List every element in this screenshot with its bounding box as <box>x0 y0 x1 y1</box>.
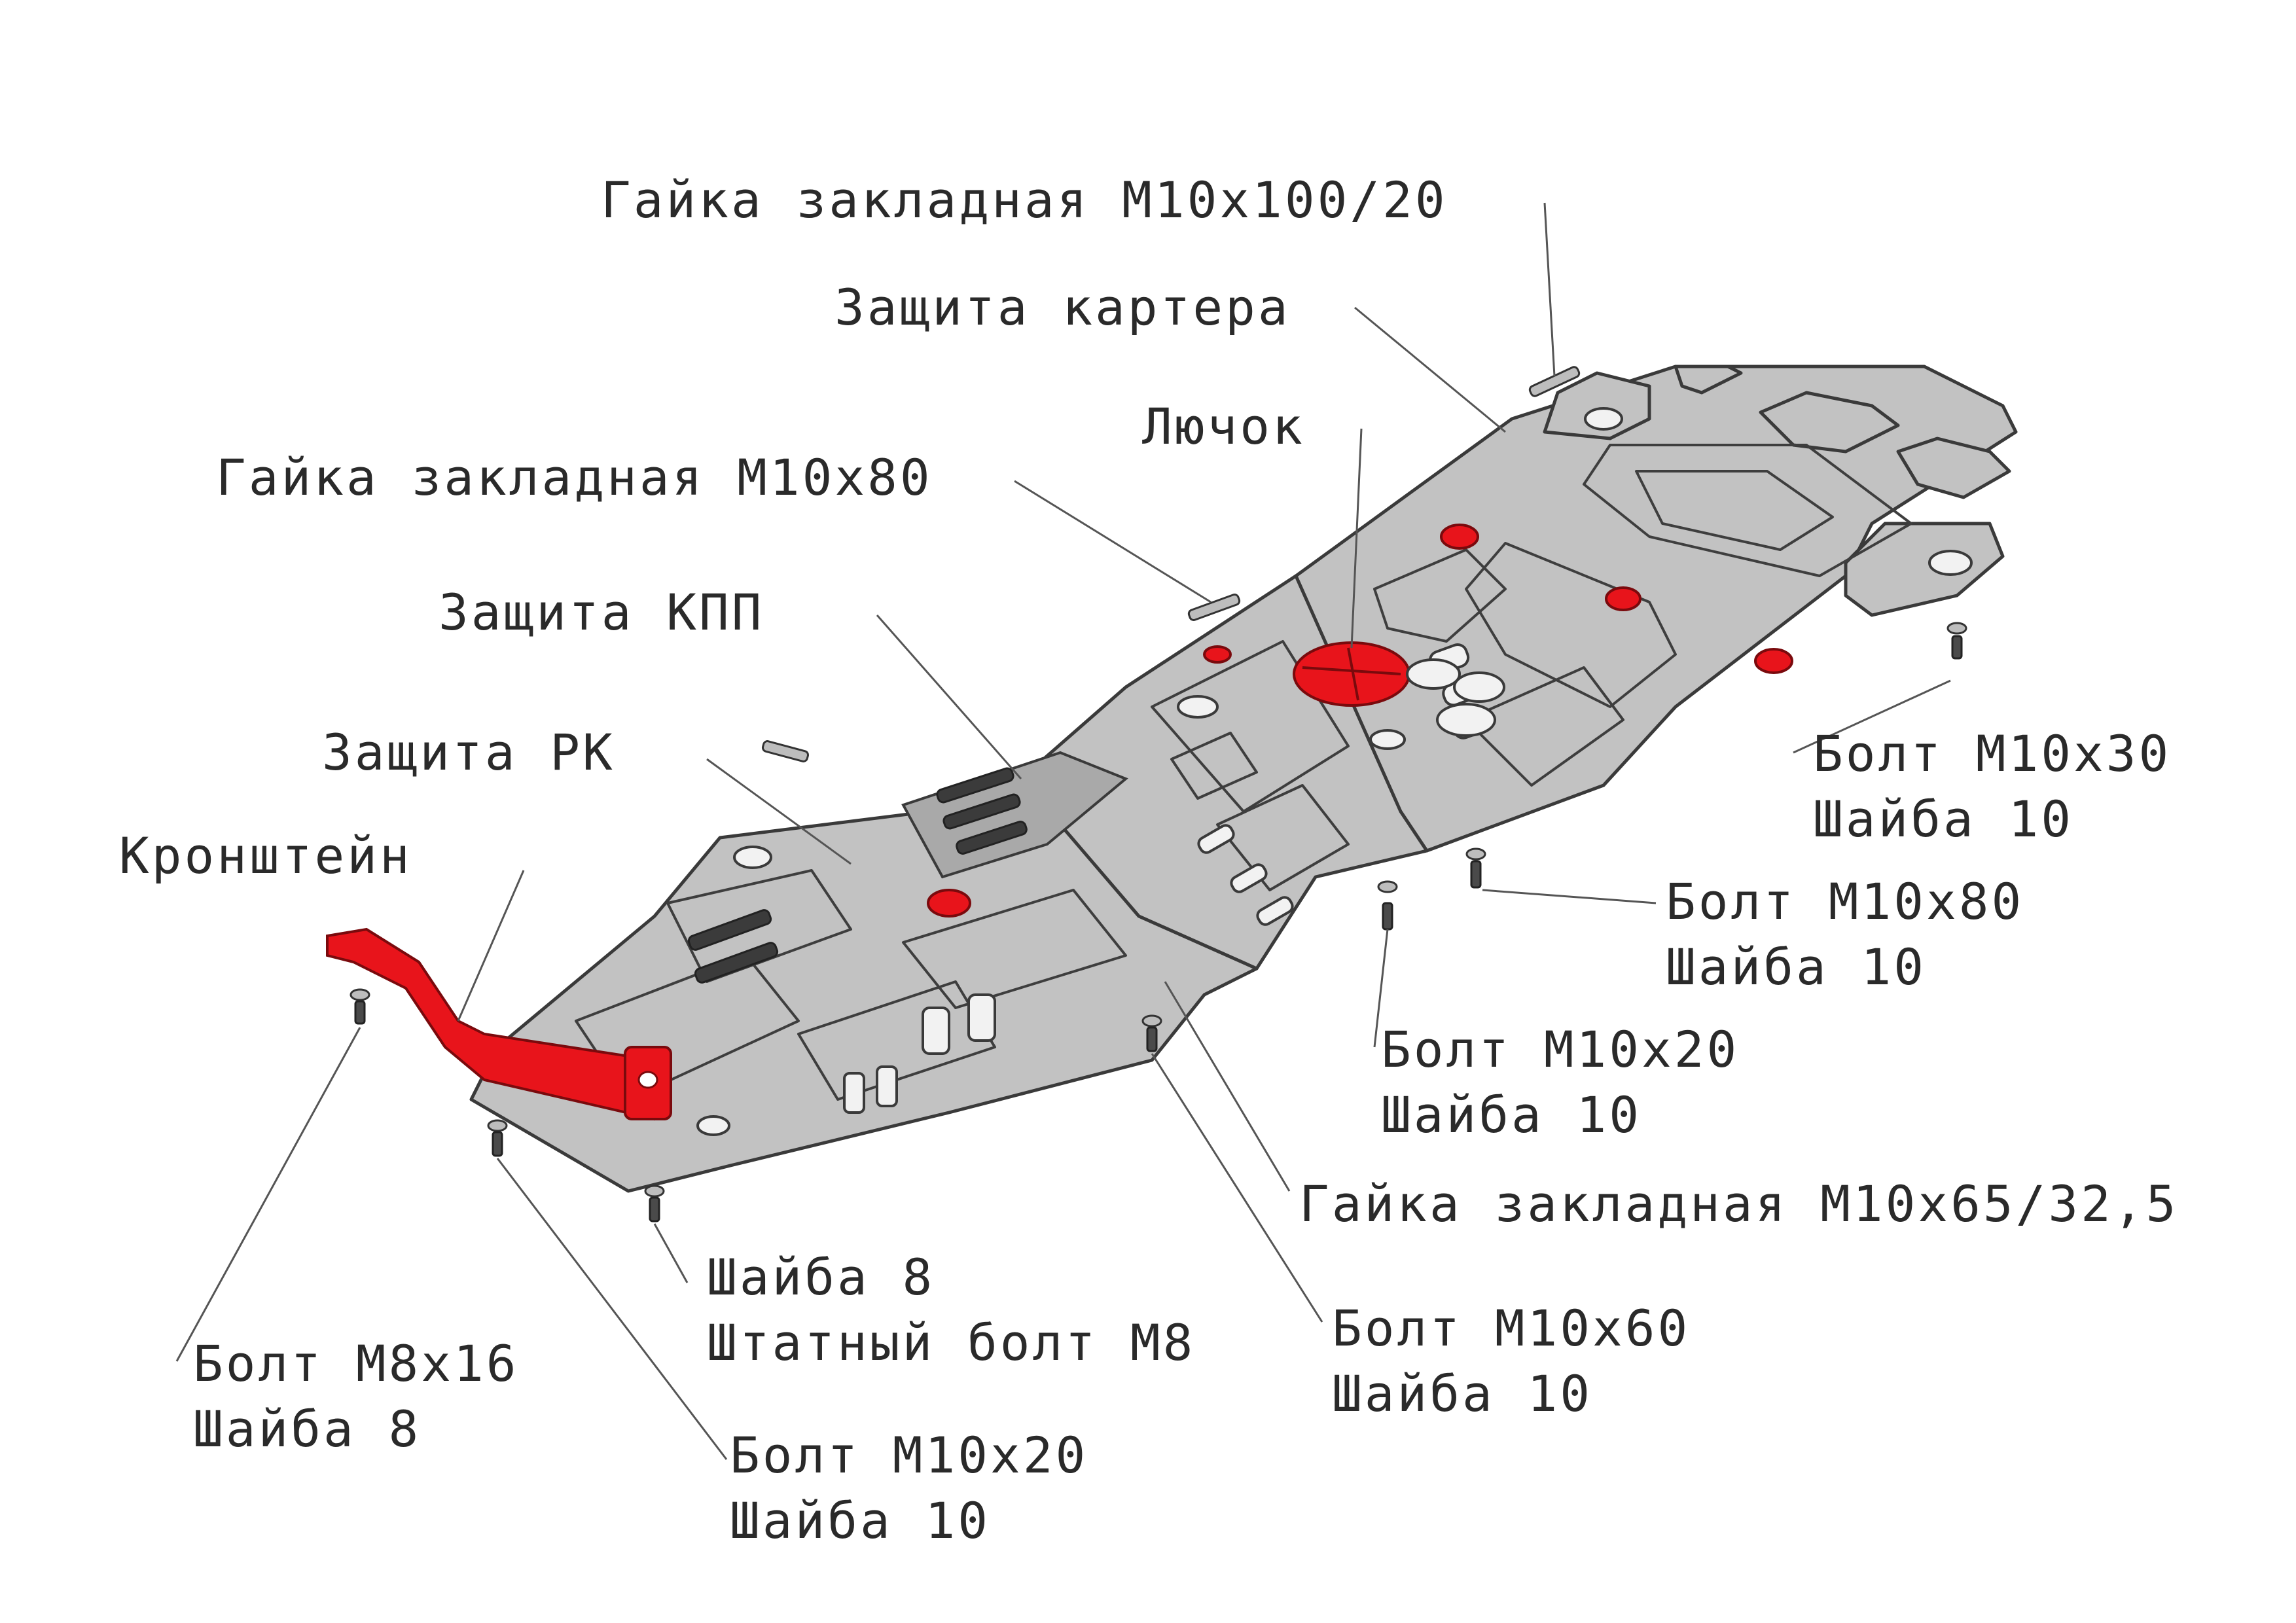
label-nut-m10x65: Гайка закладная М10х65/32,5 <box>1299 1175 2178 1233</box>
label-bolt-m8x16-washer: Шайба 8 <box>193 1400 421 1458</box>
label-bolt-m10x80: Болт М10х80 <box>1666 872 2024 931</box>
label-bolt-m10x60: Болт М10х60 <box>1332 1299 1690 1357</box>
label-bolt-m10x30: Болт М10х30 <box>1813 724 2171 783</box>
label-bolt-m10x20-right-washer: Шайба 10 <box>1381 1086 1641 1144</box>
label-bolt-m10x20-bottom-washer: Шайба 10 <box>730 1491 990 1550</box>
label-bolt-m10x20-bottom: Болт М10х20 <box>730 1426 1088 1484</box>
label-hatch: Лючок <box>1142 397 1305 455</box>
skid-plate-assembly <box>326 365 2018 1222</box>
label-transfer-case-guard: Защита РК <box>322 723 615 781</box>
label-gearbox-guard: Защита КПП <box>439 583 764 641</box>
callout-labels: Гайка закладная М10х100/20 Защита картер… <box>119 171 2178 1550</box>
label-bolt-m8x16: Болт М8х16 <box>193 1334 519 1393</box>
label-bolt-m10x20-right: Болт М10х20 <box>1381 1020 1739 1079</box>
label-crankcase-guard: Защита картера <box>834 278 1291 336</box>
gearbox-guard-plate <box>1019 574 1505 971</box>
label-stock-bolt-m8: Штатный болт М8 <box>707 1313 1195 1372</box>
label-bracket: Кронштейн <box>119 827 412 885</box>
leader-lines <box>175 202 1951 1460</box>
hatch-cover <box>1293 641 1410 707</box>
loose-bolts <box>350 622 1967 1222</box>
label-bolt-m10x60-washer: Шайба 10 <box>1332 1364 1592 1423</box>
label-nut-m10x80: Гайка закладная М10х80 <box>216 448 933 507</box>
label-washer-8: Шайба 8 <box>707 1248 935 1306</box>
bracket-part <box>326 927 672 1121</box>
label-bolt-m10x30-washer: Шайба 10 <box>1813 790 2073 848</box>
loose-nuts <box>761 366 1581 762</box>
label-nut-m10x100-20: Гайка закладная М10х100/20 <box>601 171 1448 229</box>
label-bolt-m10x80-washer: Шайба 10 <box>1666 938 1926 996</box>
